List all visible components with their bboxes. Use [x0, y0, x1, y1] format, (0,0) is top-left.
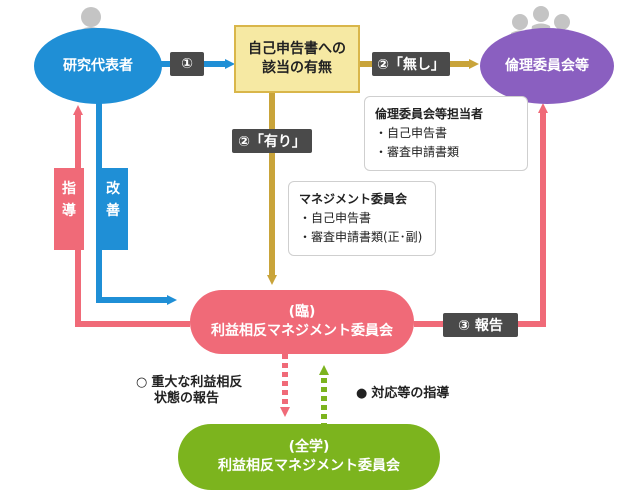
- guidance-char1: 指: [62, 181, 76, 197]
- self-report-line1: 自己申告書への: [248, 41, 346, 58]
- report-line1: 重大な利益相反: [151, 375, 243, 390]
- step2-yes-label: ②「有り」: [232, 129, 312, 153]
- filled-circle-icon: ●: [356, 386, 368, 401]
- ethics-committee-node: 倫理委員会等: [480, 28, 614, 104]
- report-line2: 状態の報告: [154, 391, 220, 406]
- instruction-legend: ●対応等の指導: [356, 386, 496, 402]
- mgmt-committee-callout: マネジメント委員会 ・自己申告書 ・審査申請書類(正･副): [288, 181, 436, 256]
- mgmt-committee-item: ・審査申請書類(正･副): [299, 230, 423, 244]
- local-committee-line2: 利益相反マネジメント委員会: [211, 323, 393, 339]
- step3-label: ③ 報告: [443, 313, 518, 337]
- step2-no-text: ②「無し」: [377, 57, 445, 73]
- arrow-improvement: [96, 100, 177, 305]
- researcher-label: 研究代表者: [63, 57, 133, 74]
- ethics-staff-item: ・審査申請書類: [375, 145, 460, 159]
- researcher-node: 研究代表者: [34, 28, 162, 104]
- univ-committee-line2: 利益相反マネジメント委員会: [218, 458, 400, 474]
- univ-committee-line1: (全学): [288, 439, 330, 456]
- guidance-label: 指 導: [54, 168, 84, 250]
- step1-text: ①: [181, 56, 193, 72]
- guidance-char2: 導: [62, 203, 76, 219]
- step2-yes-text: ②「有り」: [238, 134, 306, 150]
- improvement-char2: 善: [106, 203, 120, 219]
- arrow-guidance: [73, 105, 190, 327]
- step1-label: ①: [170, 52, 204, 76]
- mgmt-committee-title: マネジメント委員会: [299, 192, 408, 206]
- improvement-char1: 改: [106, 181, 120, 197]
- open-circle-icon: ○: [136, 375, 148, 390]
- step2-no-label: ②「無し」: [372, 52, 450, 76]
- local-coi-committee-node: (臨) 利益相反マネジメント委員会: [190, 290, 414, 354]
- ethics-staff-item: ・自己申告書: [375, 126, 448, 140]
- ethics-label: 倫理委員会等: [505, 57, 589, 74]
- ethics-staff-title: 倫理委員会等担当者: [375, 107, 484, 121]
- self-report-line2: 該当の有無: [262, 60, 332, 76]
- improvement-label: 改 善: [98, 168, 128, 250]
- mgmt-committee-item: ・自己申告書: [299, 211, 372, 225]
- university-coi-committee-node: (全学) 利益相反マネジメント委員会: [178, 424, 440, 490]
- step3-text: ③ 報告: [458, 318, 503, 334]
- instruction-text: 対応等の指導: [371, 386, 450, 401]
- self-report-node: 自己申告書への 該当の有無: [234, 25, 360, 93]
- ethics-staff-callout: 倫理委員会等担当者 ・自己申告書 ・審査申請書類: [364, 96, 528, 171]
- local-committee-line1: (臨): [288, 304, 316, 321]
- serious-report-legend: ○重大な利益相反 状態の報告: [136, 375, 266, 407]
